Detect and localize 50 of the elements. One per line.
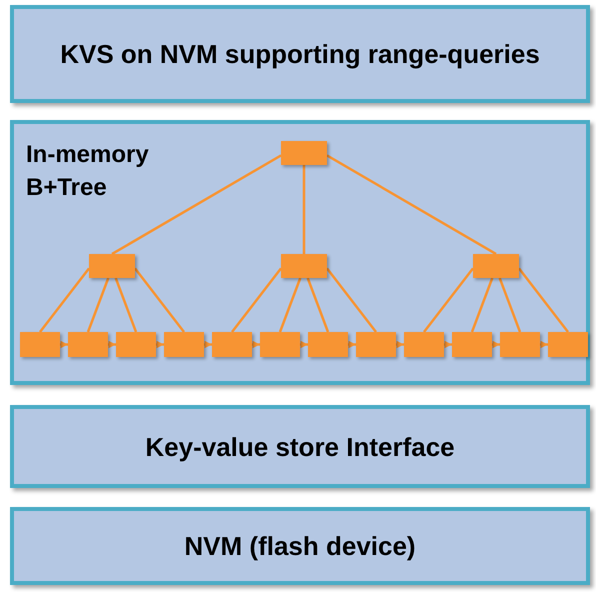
tree-node-box: [212, 332, 252, 357]
tree-node-box: [281, 141, 327, 165]
tree-link: [86, 278, 110, 332]
layer-label: KVS on NVM supporting range-queries: [60, 38, 540, 71]
tree-link: [134, 268, 185, 333]
layer-box: [10, 5, 590, 103]
arrow: [60, 340, 68, 348]
tree-link: [518, 268, 569, 333]
tree-node-box: [116, 332, 156, 357]
tree-link: [470, 278, 494, 332]
tree-link: [326, 268, 377, 333]
arrow: [540, 340, 548, 348]
tree-node-box: [548, 332, 588, 357]
tree-node-box: [89, 254, 135, 278]
tree-node-box: [68, 332, 108, 357]
tree-node-box: [281, 254, 327, 278]
tree-link: [111, 154, 282, 256]
tree-link: [278, 278, 302, 332]
tree-node-box: [500, 332, 540, 357]
arrow: [252, 340, 260, 348]
tree-link: [423, 268, 474, 333]
tree-node-box: [260, 332, 300, 357]
tree-link: [306, 278, 330, 332]
tree-link: [326, 154, 497, 256]
layer-label: Key-value store Interface: [145, 430, 455, 464]
arrow: [396, 340, 404, 348]
tree-link: [39, 268, 90, 333]
tree-node-box: [308, 332, 348, 357]
tree-node-box: [404, 332, 444, 357]
tree-node-box: [356, 332, 396, 357]
arrow: [300, 340, 308, 348]
layer-label: NVM (flash device): [184, 530, 416, 563]
arrow: [348, 340, 356, 348]
arrow: [108, 340, 116, 348]
tree-node-box: [473, 254, 519, 278]
tree-link: [302, 165, 306, 254]
arrow: [492, 340, 500, 348]
tree-node-box: [20, 332, 60, 357]
layer-box: [10, 507, 590, 585]
arrow: [156, 340, 164, 348]
arrow: [204, 340, 212, 348]
tree-link: [231, 268, 282, 333]
arrow: [444, 340, 452, 348]
tree-node-box: [452, 332, 492, 357]
panel-title: In-memory B+Tree: [26, 140, 150, 203]
layer-box: [10, 405, 590, 488]
tree-link: [114, 278, 138, 332]
tree-panel: [10, 120, 590, 385]
tree-node-box: [164, 332, 204, 357]
tree-link: [498, 278, 522, 332]
